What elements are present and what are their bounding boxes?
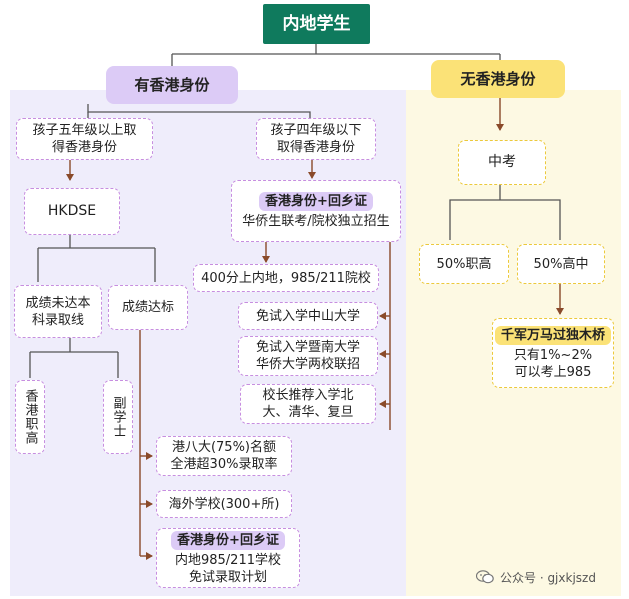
below-line-line2: 科录取线 bbox=[31, 312, 84, 328]
hk-eight-node: 港八大(75%)名额 全港超30%录取率 bbox=[156, 436, 292, 476]
associate-label: 副学士 bbox=[110, 396, 126, 438]
associate-node: 副学士 bbox=[103, 380, 133, 454]
score-400-label: 400分上内地，985/211院校 bbox=[201, 270, 371, 286]
root-node: 内地学生 bbox=[263, 4, 370, 44]
overseas-node: 海外学校(300+所) bbox=[156, 490, 292, 518]
principal-line1: 校长推荐入学北 bbox=[262, 388, 354, 403]
below-line-line1: 成绩未达本 bbox=[25, 295, 91, 311]
score-400-node: 400分上内地，985/211院校 bbox=[193, 264, 379, 292]
hk-eight-line1: 港八大(75%)名额 bbox=[171, 440, 277, 455]
mainland-985-line1: 内地985/211学校 bbox=[174, 552, 281, 568]
no-hk-identity-node: 无香港身份 bbox=[431, 60, 565, 98]
vocational-50-node: 50%职高 bbox=[419, 244, 509, 284]
wechat-icon bbox=[476, 570, 494, 584]
exempt-jn-line2: 华侨大学两校联招 bbox=[255, 357, 360, 372]
vocational-label: 香港职高 bbox=[22, 389, 38, 445]
line-right-split bbox=[449, 185, 561, 240]
permit-joint-node: 香港身份+回乡证 华侨生联考/院校独立招生 bbox=[231, 180, 401, 242]
root-label: 内地学生 bbox=[282, 13, 351, 34]
zhongkao-node: 中考 bbox=[458, 140, 546, 185]
line-left-split bbox=[87, 104, 311, 118]
highschool-50-node: 50%高中 bbox=[517, 244, 605, 284]
permit-header: 香港身份+回乡证 bbox=[259, 192, 373, 211]
exempt-zs-label: 免试入学中山大学 bbox=[255, 308, 360, 324]
principal-line2: 大、清华、复旦 bbox=[262, 405, 354, 420]
rate-line2: 可以考上985 bbox=[514, 364, 592, 380]
watermark: 公众号 · gjxkjszd bbox=[476, 566, 626, 588]
grade4-line1: 孩子四年级以下 bbox=[270, 123, 362, 138]
line-below-split bbox=[29, 338, 119, 378]
watermark-text: 公众号 · gjxkjszd bbox=[500, 570, 596, 585]
no-hk-identity-label: 无香港身份 bbox=[460, 69, 536, 88]
grade5-node: 孩子五年级以上取 得香港身份 bbox=[16, 118, 153, 160]
grade4-node: 孩子四年级以下 取得香港身份 bbox=[256, 118, 376, 160]
below-line-node: 成绩未达本 科录取线 bbox=[14, 285, 102, 338]
permit-header-2: 香港身份+回乡证 bbox=[171, 530, 285, 550]
mainland-985-node: 香港身份+回乡证 内地985/211学校 免试录取计划 bbox=[156, 528, 300, 588]
principal-node: 校长推荐入学北 大、清华、复旦 bbox=[240, 384, 376, 424]
line-hkdse-split bbox=[37, 235, 156, 282]
hkdse-label: HKDSE bbox=[47, 203, 97, 219]
rate-line1: 只有1%~2% bbox=[513, 347, 593, 363]
vocational-node: 香港职高 bbox=[15, 380, 45, 454]
joint-exam-label: 华侨生联考/院校独立招生 bbox=[242, 214, 390, 229]
hkdse-node: HKDSE bbox=[24, 188, 120, 235]
zhongkao-label: 中考 bbox=[488, 154, 516, 170]
exempt-zs-node: 免试入学中山大学 bbox=[238, 302, 378, 330]
bridge-node: 千军万马过独木桥 只有1%~2% 可以考上985 bbox=[492, 318, 614, 388]
bridge-header: 千军万马过独木桥 bbox=[495, 325, 611, 345]
met-line-label: 成绩达标 bbox=[121, 300, 174, 315]
highschool-50-label: 50%高中 bbox=[533, 256, 589, 272]
exempt-jn-node: 免试入学暨南大学 华侨大学两校联招 bbox=[238, 336, 378, 376]
exempt-jn-line1: 免试入学暨南大学 bbox=[255, 340, 360, 355]
hk-eight-line2: 全港超30%录取率 bbox=[170, 457, 278, 472]
grade5-line1: 孩子五年级以上取 bbox=[32, 123, 137, 138]
hk-identity-node: 有香港身份 bbox=[106, 66, 238, 104]
mainland-985-line2: 免试录取计划 bbox=[188, 569, 267, 585]
overseas-label: 海外学校(300+所) bbox=[168, 496, 280, 512]
hk-identity-label: 有香港身份 bbox=[134, 75, 210, 94]
vocational-50-label: 50%职高 bbox=[436, 256, 492, 272]
grade5-line2: 得香港身份 bbox=[51, 140, 117, 155]
met-line-node: 成绩达标 bbox=[108, 285, 188, 330]
grade4-line2: 取得香港身份 bbox=[276, 140, 355, 155]
